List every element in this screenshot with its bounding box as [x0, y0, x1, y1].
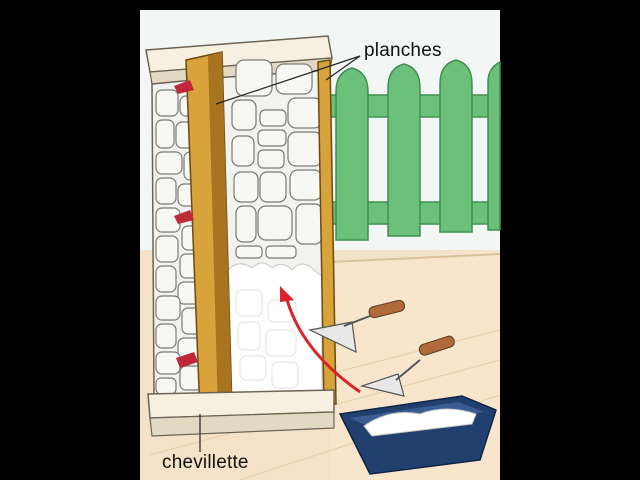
fence-picket: [439, 59, 473, 233]
plank-left: [185, 51, 233, 415]
fence-picket: [387, 63, 421, 237]
fence-picket: [487, 60, 501, 231]
peg-icon: [174, 80, 198, 368]
label-chevillette: chevillette: [162, 452, 249, 473]
arrow-icon: [280, 286, 361, 394]
pillar-base: [147, 389, 335, 437]
trowel-icon: [308, 299, 406, 354]
leader-lines: [199, 55, 361, 452]
mortar-tub: [338, 395, 497, 475]
label-planches: planches: [364, 40, 442, 61]
horizon-line: [329, 253, 501, 263]
pillar-front-face: [213, 59, 331, 409]
trowel-icon: [359, 335, 455, 397]
plank-right: [317, 59, 337, 407]
fence-picket: [335, 67, 369, 241]
fence: [329, 59, 501, 241]
